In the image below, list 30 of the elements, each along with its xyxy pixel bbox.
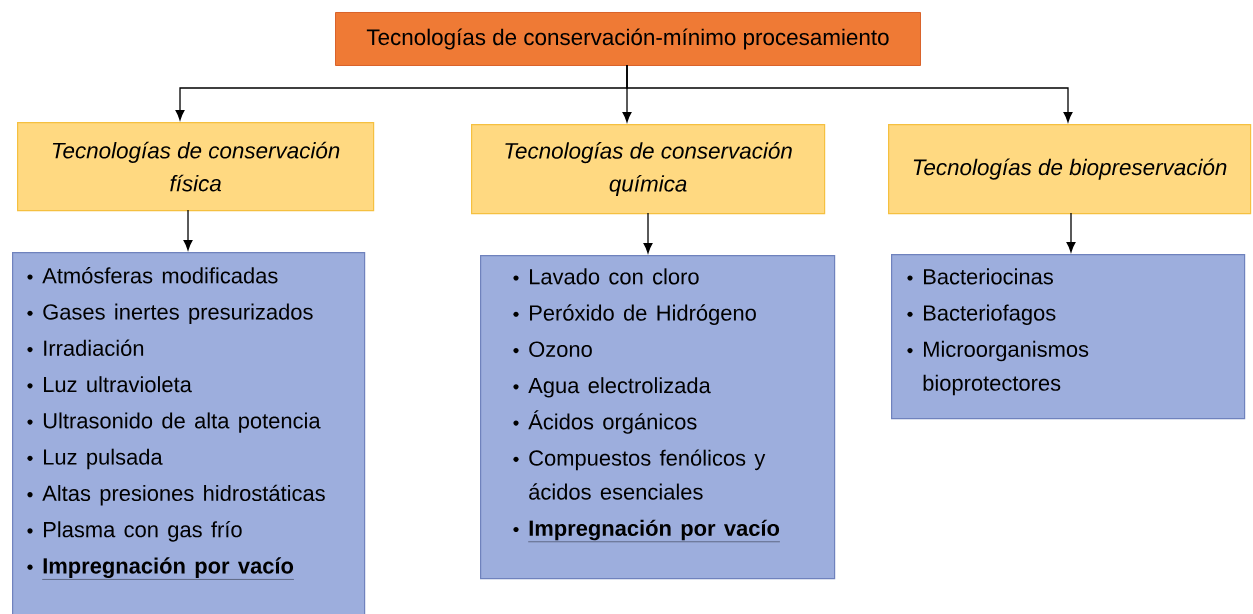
category-box: Tecnologías de biopreservación (888, 124, 1252, 215)
list-item: Altas presiones hidrostáticas (27, 484, 325, 506)
list-item: Microorganismos bioprotectores (907, 340, 1089, 396)
list-item: Lavado con cloro (513, 268, 699, 285)
arrow (1066, 212, 1076, 253)
arrow (183, 209, 193, 251)
list-box (12, 252, 366, 614)
list-box (480, 255, 836, 580)
list-item: Irradiación (27, 339, 144, 356)
list-item: Ozono (513, 341, 592, 357)
list-item: Peróxido de Hidrógeno (513, 304, 756, 326)
list-box (891, 254, 1246, 420)
list-item: Compuestos fenólicos y ácidos esenciales (513, 449, 766, 500)
list-item: Luz pulsada (27, 448, 163, 470)
arrow (626, 64, 1073, 123)
title-box: Tecnologías de conservación-mínimo procesamiento (335, 12, 921, 66)
list-item: Gases inertes presurizados (27, 303, 313, 325)
list-item: Plasma con gas frío (27, 521, 242, 542)
list-item: Impregnación por vacío (513, 519, 781, 542)
list-item: Luz ultravioleta (27, 376, 192, 393)
arrow (643, 212, 653, 254)
list-item: Atmósferas modificadas (27, 267, 278, 284)
list-item: Bacteriocinas (907, 268, 1053, 285)
list-item: Bacteriofagos (907, 304, 1056, 326)
category-box: Tecnologías de conservación química (471, 124, 826, 215)
category-box: Tecnologías de conservación física (17, 122, 375, 212)
list-item: Ultrasonido de alta potencia (27, 412, 321, 433)
list-item: Agua electrolizada (513, 377, 711, 398)
list-item: Ácidos orgánicos (513, 410, 697, 434)
list-item: Impregnación por vacío (27, 557, 295, 580)
